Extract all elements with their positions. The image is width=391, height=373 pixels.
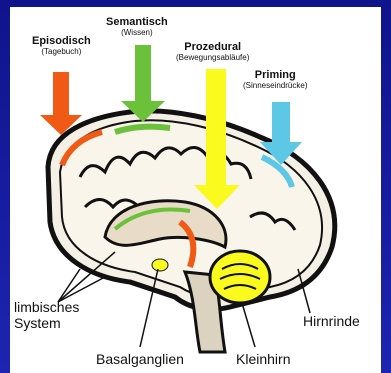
cerebellum <box>210 251 270 303</box>
basal-ganglia-spot <box>152 259 168 271</box>
diagram-panel: Episodisch (Tagebuch) Semantisch (Wissen… <box>10 7 381 373</box>
semantic-title: Semantisch <box>106 16 168 28</box>
label-limbic-line2: System <box>14 315 61 331</box>
semantic-example: (Wissen) <box>106 28 168 37</box>
procedural-example: (Bewegungsabläufe) <box>176 53 249 62</box>
episodic-title: Episodisch <box>32 35 91 47</box>
label-episodic: Episodisch (Tagebuch) <box>32 35 91 56</box>
priming-example: (Sinneseindrücke) <box>243 81 307 90</box>
label-priming: Priming (Sinneseindrücke) <box>243 69 307 90</box>
label-limbic-line1: limbisches <box>14 299 79 315</box>
priming-title: Priming <box>243 69 307 81</box>
procedural-title: Prozedural <box>176 41 249 53</box>
episodic-example: (Tagebuch) <box>32 47 91 56</box>
label-basal-ganglia: Basalganglien <box>96 351 184 367</box>
label-cortex: Hirnrinde <box>303 313 360 329</box>
label-cerebellum: Kleinhirn <box>236 351 290 367</box>
label-procedural: Prozedural (Bewegungsabläufe) <box>176 41 249 62</box>
label-semantic: Semantisch (Wissen) <box>106 16 168 37</box>
